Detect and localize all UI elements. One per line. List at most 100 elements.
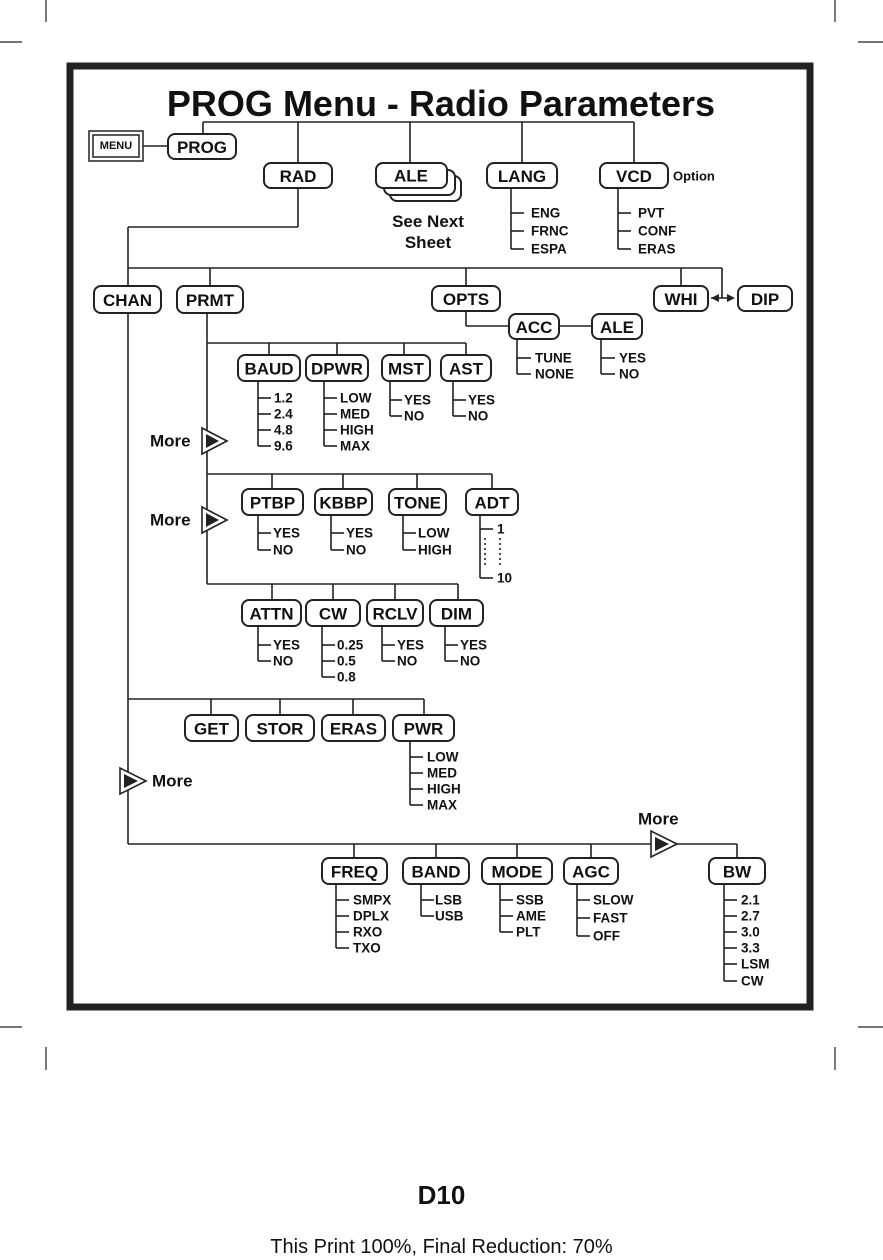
node-adt[interactable]: ADT (465, 488, 519, 516)
node-label: PROG (177, 138, 227, 157)
node-mst[interactable]: MST (381, 354, 431, 382)
option-freq: SMPX (353, 893, 391, 908)
option-baud: 9.6 (274, 439, 293, 454)
node-label: RAD (280, 167, 317, 186)
option-freq: RXO (353, 925, 382, 940)
node-pwr[interactable]: PWR (392, 714, 455, 742)
option-vcd: PVT (638, 206, 665, 221)
option-agc: OFF (593, 929, 620, 944)
node-dim[interactable]: DIM (429, 599, 484, 627)
node-chan[interactable]: CHAN (93, 285, 162, 314)
node-ale-top: ALE (394, 167, 428, 186)
more-prmt-row2[interactable]: More (150, 505, 229, 535)
diagram-frame (66, 62, 814, 1011)
option-mode: SSB (516, 893, 544, 908)
node-label: KBBP (319, 494, 367, 513)
node-whi[interactable]: WHI (653, 285, 709, 312)
more-chan[interactable]: More (119, 766, 193, 796)
node-ale-opts[interactable]: ALE (591, 313, 643, 340)
option-tone: HIGH (418, 543, 452, 558)
node-bw[interactable]: BW (708, 857, 766, 885)
node-dpwr[interactable]: DPWR (305, 354, 369, 382)
option-acc: TUNE (535, 351, 572, 366)
option-dim: NO (460, 654, 480, 669)
option-dim: YES (460, 638, 487, 653)
option-pwr: MAX (427, 798, 457, 813)
option-lang: FRNC (531, 224, 569, 239)
option-bw: 2.1 (741, 893, 760, 908)
node-rad[interactable]: RAD (263, 162, 333, 189)
option-bw: 2.7 (741, 909, 760, 924)
node-mode[interactable]: MODE (481, 857, 553, 885)
menu-key-button[interactable]: MENU (88, 130, 144, 162)
option-freq: DPLX (353, 909, 389, 924)
node-label: RCLV (372, 605, 418, 624)
node-lang[interactable]: LANG (486, 162, 558, 189)
node-label: WHI (664, 290, 697, 309)
option-attn: NO (273, 654, 293, 669)
node-baud[interactable]: BAUD (237, 354, 301, 382)
node-label: CW (319, 605, 348, 624)
ale-stack[interactable]: ALE (375, 162, 462, 202)
node-dip[interactable]: DIP (737, 285, 793, 312)
option-dpwr: MAX (340, 439, 370, 454)
option-agc: FAST (593, 911, 628, 926)
node-label: BAND (411, 863, 460, 882)
option-ptbp: YES (273, 526, 300, 541)
option-tone: LOW (418, 526, 450, 541)
option-bw: 3.3 (741, 941, 760, 956)
svg-text:More: More (152, 772, 193, 791)
node-rclv[interactable]: RCLV (366, 599, 424, 627)
node-cw[interactable]: CW (305, 599, 361, 627)
vcd-option-note: Option (673, 169, 715, 184)
option-band: USB (435, 909, 464, 924)
node-vcd[interactable]: VCD (599, 162, 669, 189)
node-get[interactable]: GET (184, 714, 239, 742)
left-arrowhead-icon (711, 294, 719, 302)
option-pwr: LOW (427, 750, 459, 765)
see-next-sheet-line1: See Next (392, 212, 464, 231)
node-label: DIP (751, 290, 779, 309)
node-label: STOR (257, 720, 304, 739)
node-label: DPWR (311, 360, 363, 379)
print-note: This Print 100%, Final Reduction: 70% (270, 1236, 613, 1258)
node-label: AGC (572, 863, 610, 882)
page-title: PROG Menu - Radio Parameters (167, 83, 715, 124)
node-band[interactable]: BAND (402, 857, 470, 885)
node-eras[interactable]: ERAS (321, 714, 386, 742)
node-tone[interactable]: TONE (388, 488, 447, 516)
more-prmt-row1[interactable]: More (150, 426, 229, 456)
node-prmt[interactable]: PRMT (176, 285, 244, 314)
node-prog[interactable]: PROG (167, 133, 237, 160)
node-kbbp[interactable]: KBBP (314, 488, 373, 516)
page-number: D10 (417, 1180, 466, 1210)
option-pwr: MED (427, 766, 457, 781)
node-label: ALE (600, 318, 634, 337)
option-ptbp: NO (273, 543, 293, 558)
node-label: OPTS (443, 290, 489, 309)
node-label: AST (449, 360, 484, 379)
option-freq: TXO (353, 941, 381, 956)
svg-text:More: More (150, 511, 191, 530)
node-attn[interactable]: ATTN (241, 599, 302, 627)
option-agc: SLOW (593, 893, 634, 908)
node-label: ACC (516, 318, 553, 337)
node-agc[interactable]: AGC (563, 857, 619, 885)
node-label: DIM (441, 605, 472, 624)
node-ast[interactable]: AST (440, 354, 492, 382)
option-cw: 0.25 (337, 638, 364, 653)
option-rclv: YES (397, 638, 424, 653)
option-ast: NO (468, 409, 488, 424)
node-acc[interactable]: ACC (508, 313, 560, 340)
more-bottom[interactable]: More (638, 810, 679, 859)
option-ale-opts: YES (619, 351, 646, 366)
node-label: PRMT (186, 291, 235, 310)
node-opts[interactable]: OPTS (431, 285, 501, 312)
option-vcd: ERAS (638, 242, 676, 257)
node-ptbp[interactable]: PTBP (241, 488, 304, 516)
node-label: MODE (492, 863, 543, 882)
node-label: PTBP (250, 494, 295, 513)
node-stor[interactable]: STOR (245, 714, 315, 742)
node-freq[interactable]: FREQ (321, 857, 388, 885)
crop-marks (0, 0, 883, 1070)
